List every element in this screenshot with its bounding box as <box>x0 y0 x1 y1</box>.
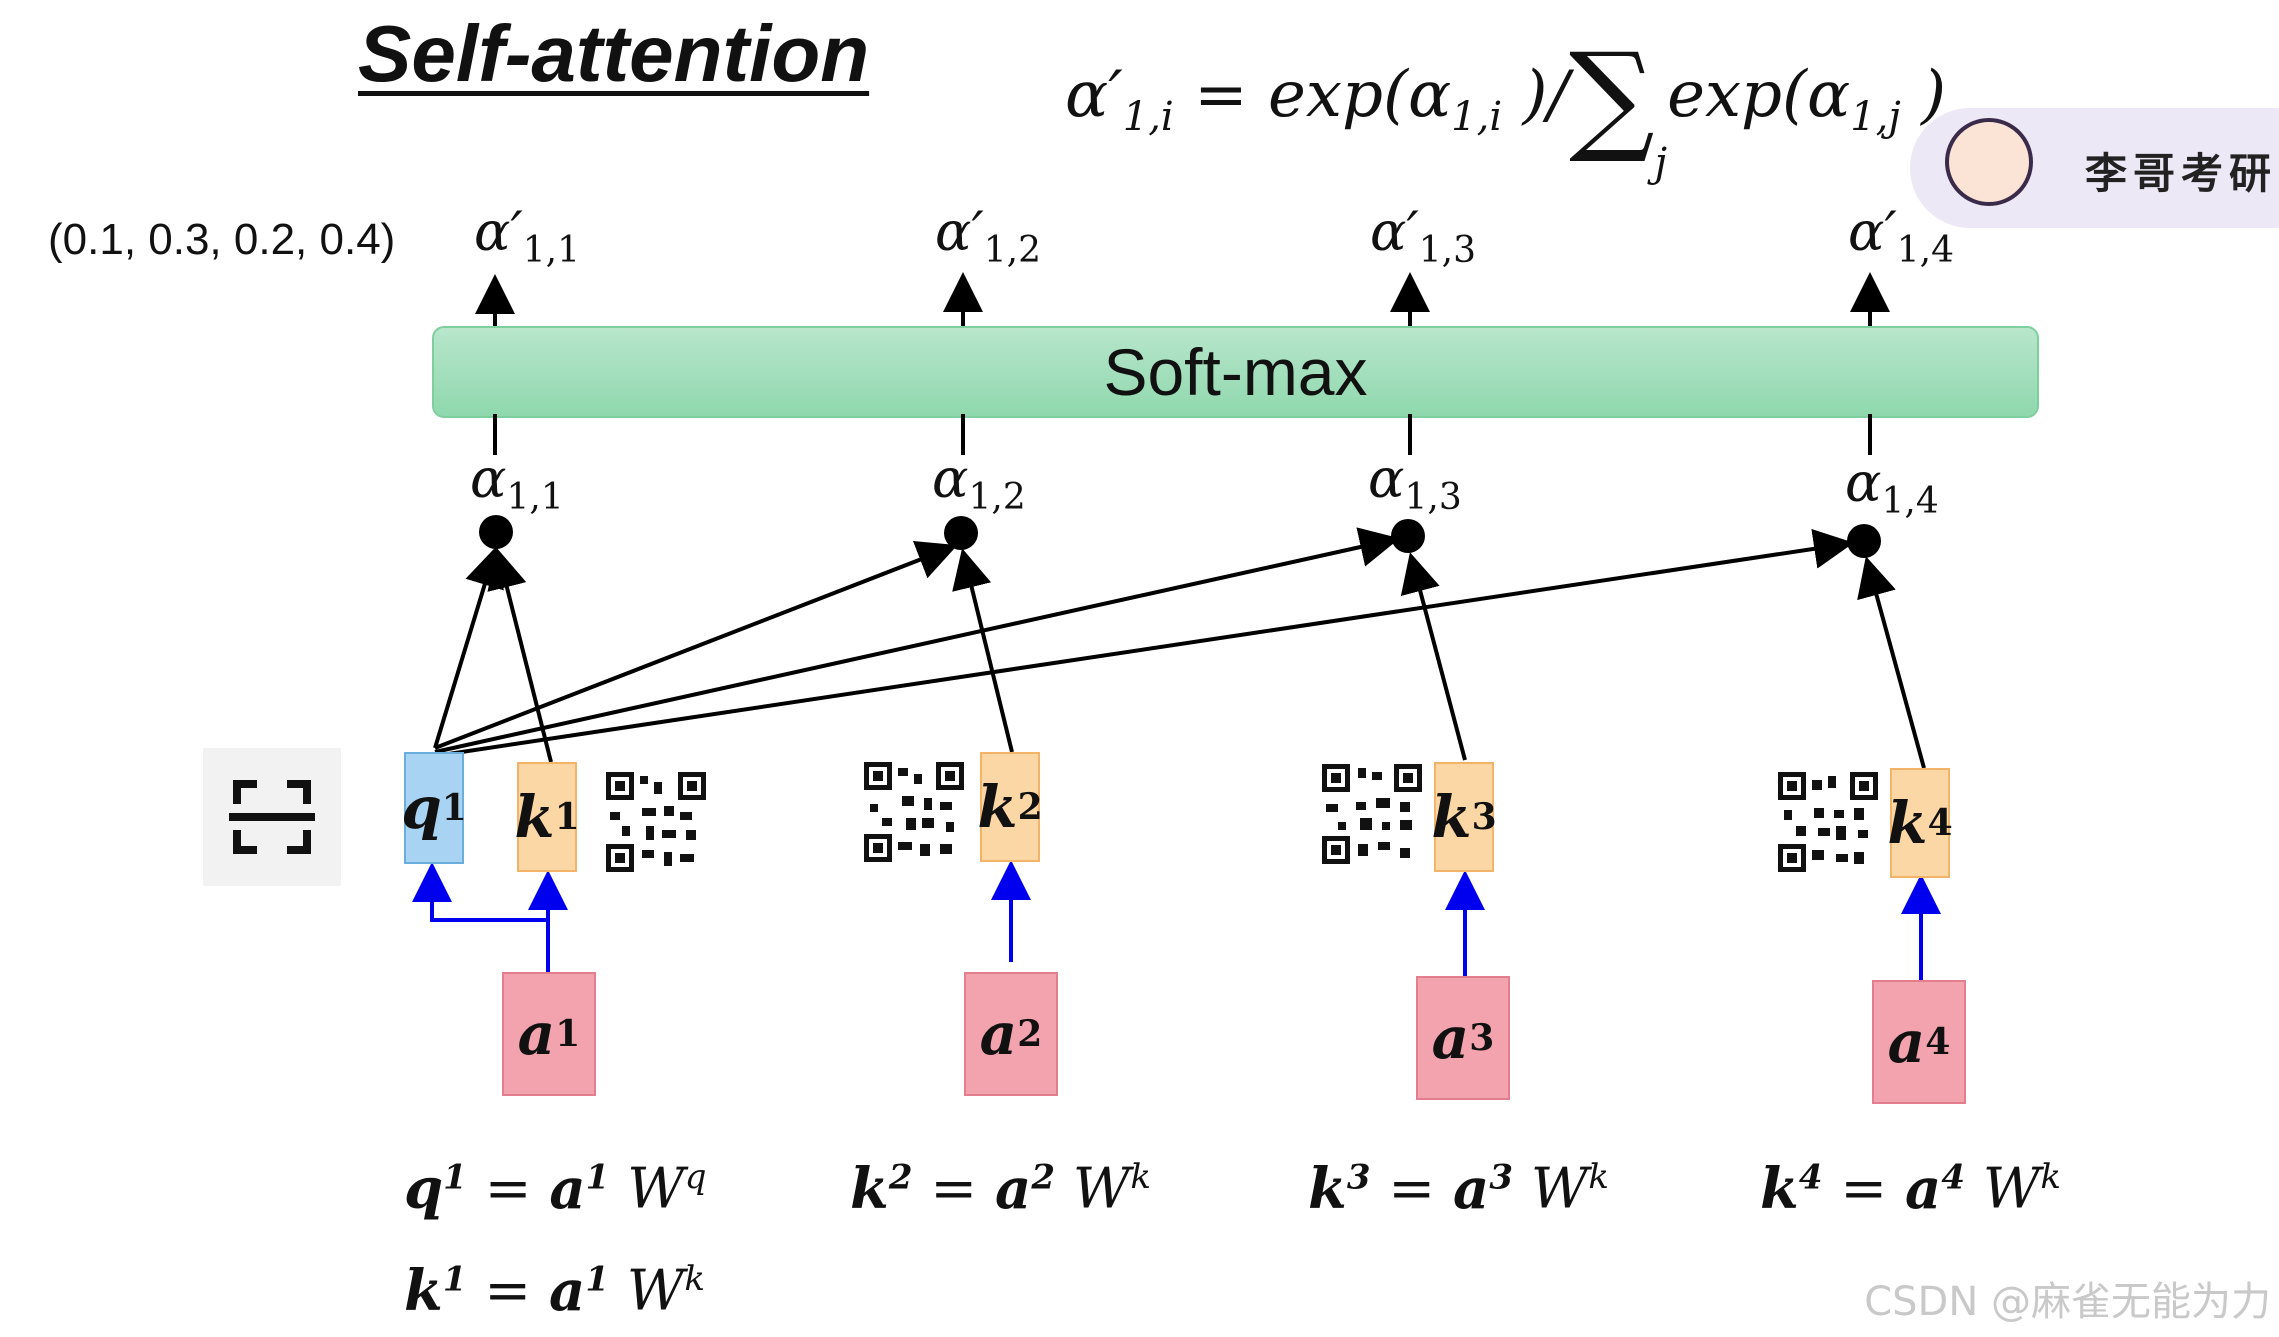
dot-product-3 <box>1391 519 1425 553</box>
key-to-dot-3 <box>1400 552 1467 761</box>
brand-name: 李哥考研 <box>2085 149 2278 198</box>
query-to-dot-2 <box>434 540 958 750</box>
score-alpha-2: α1,2 <box>932 447 1026 518</box>
avatar <box>1945 118 2033 206</box>
score-alpha-1: α1,1 <box>470 447 564 518</box>
qr-code-icon <box>606 772 706 872</box>
softmax-formula: α′1,i = exp(α1,i )/∑jexp(α1,j ) <box>1065 28 1947 186</box>
equation-k3: k3 = a3 Wk <box>1308 1155 1609 1222</box>
equation-k4: k4 = a4 Wk <box>1760 1155 2061 1222</box>
query-to-dot-4 <box>434 528 1854 758</box>
output-alpha-1: α′1,1 <box>474 200 580 271</box>
equation-k1: k1 = a1 Wk <box>404 1257 705 1324</box>
input-to-query-1 <box>412 862 548 922</box>
scan-icon-glyph <box>229 780 315 854</box>
output-alpha-4: α′1,4 <box>1848 200 1954 271</box>
scan-icon[interactable] <box>203 748 341 886</box>
dot-product-1 <box>479 515 513 549</box>
score-alpha-3: α1,3 <box>1368 447 1462 518</box>
qr-code-icon <box>1322 764 1422 864</box>
equation-k2: k2 = a2 Wk <box>850 1155 1151 1222</box>
dot-product-4 <box>1847 524 1881 558</box>
softmax-layer: Soft-max <box>432 326 2039 418</box>
query-to-dot-3 <box>434 527 1400 754</box>
output-alpha-2: α′1,2 <box>935 200 1041 271</box>
qr-code-icon <box>1778 772 1878 872</box>
score-alpha-4: α1,4 <box>1845 451 1939 522</box>
watermark: CSDN @麻雀无能为力 <box>1864 1279 2271 1325</box>
equation-q1: q1 = a1 Wq <box>404 1155 707 1222</box>
example-values: (0.1, 0.3, 0.2, 0.4) <box>48 215 396 264</box>
qr-code-icon <box>864 762 964 862</box>
query-to-dot-1 <box>433 546 504 749</box>
dot-product-2 <box>944 516 978 550</box>
key-to-dot-1 <box>487 548 553 763</box>
key-to-dot-4 <box>1857 556 1926 769</box>
output-alpha-3: α′1,3 <box>1370 200 1476 271</box>
slide-title: Self-attention <box>358 9 870 98</box>
key-to-dot-2 <box>952 548 1014 753</box>
